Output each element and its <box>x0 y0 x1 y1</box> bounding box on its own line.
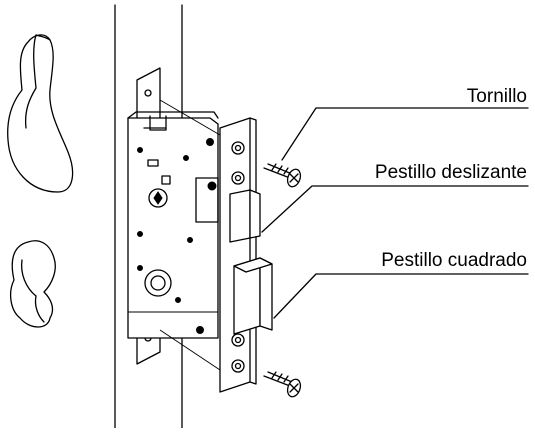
callout-latch-bolt-label: Pestillo deslizante <box>374 162 527 183</box>
latch-bolt <box>229 189 261 243</box>
alignment-lines <box>159 99 221 371</box>
callout-screw-label: Tornillo <box>466 86 527 107</box>
lever-handle-icon <box>7 34 74 193</box>
lock-body <box>127 111 219 339</box>
screw-bottom-icon <box>263 371 302 398</box>
thumb-turn-icon <box>9 240 56 328</box>
dead-bolt <box>233 257 273 335</box>
callout-dead-bolt-label: Pestillo cuadrado <box>381 250 527 271</box>
callout-leaders <box>261 107 529 319</box>
face-plate <box>219 117 257 393</box>
screw-top-icon <box>263 163 302 188</box>
